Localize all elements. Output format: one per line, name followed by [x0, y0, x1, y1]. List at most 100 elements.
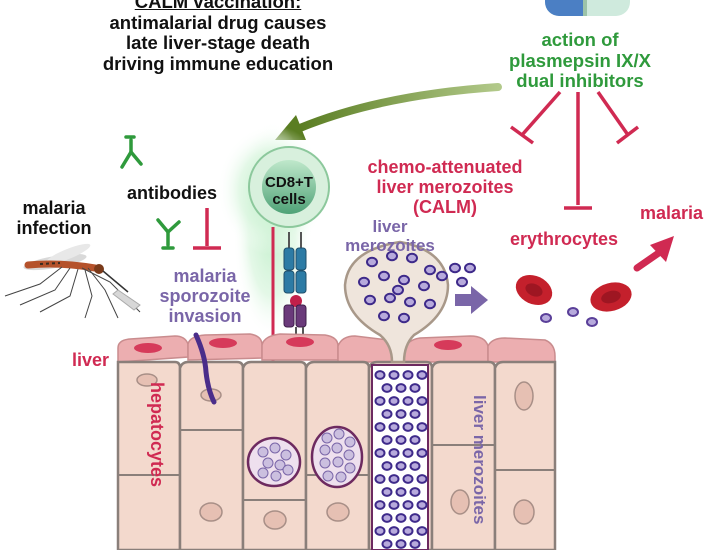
merozoite-icon	[381, 539, 393, 549]
merozoite-icon	[381, 461, 393, 471]
merozoite-icon	[402, 500, 414, 510]
merozoite-icon	[449, 262, 461, 274]
merozoite-icon	[395, 461, 407, 471]
inhibitor-line-3: dual inhibitors	[516, 70, 644, 92]
mosquito-icon	[4, 243, 141, 319]
calm-line-2: late liver-stage death	[125, 32, 311, 54]
merozoite-icon	[388, 500, 400, 510]
merozoite-icon	[381, 409, 393, 419]
merozoite-icon	[374, 448, 386, 458]
tcr-mhc-complex	[283, 232, 307, 346]
chemo-line-3: (CALM)	[413, 197, 477, 218]
merozoite-icon	[381, 435, 393, 445]
merozoite-icon	[388, 396, 400, 406]
merozoite-icon	[386, 250, 398, 262]
calm-heading: CALM vaccination:	[134, 0, 302, 12]
liver-label: liver	[72, 350, 110, 370]
merozoite-icon	[424, 264, 436, 276]
erythrocyte-icon	[590, 282, 632, 312]
inhibitor-caption: action of plasmepsin IX/X dual inhibitor…	[470, 29, 690, 92]
merozoite-icon	[374, 474, 386, 484]
merozoite-icon	[416, 526, 428, 536]
malaria-label: malaria	[640, 203, 704, 223]
hepatocytes-label: hepatocytes	[147, 382, 167, 488]
merozoite-icon	[378, 270, 390, 282]
merozoite-icon	[436, 270, 448, 282]
blood-merozoites	[540, 307, 598, 327]
budding-merosome	[343, 240, 450, 364]
sporozoite-line-2: sporozoite	[159, 286, 251, 307]
merozoite-icon	[384, 292, 396, 304]
merozoite-icon	[416, 370, 428, 380]
merozoite-icon	[409, 461, 421, 471]
sporozoite-icon	[193, 332, 217, 405]
chemo-attenuated-caption: chemo-attenuated liver merozoites (CALM)	[345, 157, 545, 217]
chemo-line-2: liver merozoites	[376, 177, 514, 198]
calm-vaccination-caption: CALM vaccination: antimalarial drug caus…	[78, 0, 358, 75]
merozoite-icon	[366, 256, 378, 268]
merozoite-icon	[388, 448, 400, 458]
merozoite-icon	[402, 474, 414, 484]
merozoite-icon	[388, 526, 400, 536]
merozoite-icon	[409, 409, 421, 419]
merozoite-icon	[388, 474, 400, 484]
merozoite-icon	[364, 294, 376, 306]
merozoite-icon	[416, 396, 428, 406]
merozoite-icon	[402, 396, 414, 406]
merozoite-icon	[409, 539, 421, 549]
merozoite-icon	[406, 252, 418, 264]
merozoite-icon	[381, 383, 393, 393]
merozoite-icon	[395, 487, 407, 497]
malaria-infection-label: malaria infection	[4, 198, 104, 238]
infected-hepatocyte-large	[310, 425, 364, 489]
antibodies-label: antibodies	[127, 183, 218, 203]
cd8-t-cell-label: CD8+T cells	[257, 174, 321, 209]
merozoite-icon	[395, 383, 407, 393]
endothelial-nuclei	[134, 337, 462, 353]
merozoite-icon	[374, 370, 386, 380]
merozoite-icon	[378, 310, 390, 322]
merozoites-line-1: liver	[372, 217, 408, 236]
merozoites-line-2: merozoites	[345, 236, 435, 256]
merozoite-icon	[388, 422, 400, 432]
merozoite-icon	[402, 526, 414, 536]
merozoite-icon	[392, 284, 404, 296]
calm-line-1: antimalarial drug causes	[109, 11, 327, 33]
vertical-merozoites-label: liver merozoites	[470, 395, 489, 525]
merozoite-icon	[409, 513, 421, 523]
merozoite-icon	[404, 296, 416, 308]
merozoite-icon	[416, 448, 428, 458]
antibody-icon	[156, 218, 181, 250]
drug-capsule-icon	[545, 0, 630, 16]
merozoite-icon	[402, 448, 414, 458]
merozoite-icon	[402, 422, 414, 432]
antibody-icon	[120, 135, 143, 169]
merozoite-icon	[374, 422, 386, 432]
inhibitor-line-2: plasmepsin IX/X	[509, 49, 651, 71]
inhibitor-lines	[509, 90, 640, 210]
merozoite-icon	[402, 370, 414, 380]
merozoite-icon	[395, 409, 407, 419]
merozoite-icon	[409, 435, 421, 445]
merozoite-icon	[416, 500, 428, 510]
inhibitor-line-1: action of	[541, 29, 619, 50]
chemo-line-1: chemo-attenuated	[367, 157, 523, 177]
merozoite-icon	[398, 312, 410, 324]
endothelial-layer	[117, 333, 556, 363]
merozoite-icon	[456, 276, 468, 288]
infected-hepatocyte-small	[246, 436, 302, 488]
merozoite-icon	[416, 474, 428, 484]
merozoite-icon	[409, 383, 421, 393]
merozoite-icon	[381, 487, 393, 497]
merozoite-icon	[374, 526, 386, 536]
infection-line-2: infection	[16, 218, 92, 239]
release-arrow	[455, 286, 488, 314]
merozoite-icon	[358, 276, 370, 288]
erythrocyte-icon	[515, 274, 553, 306]
merozoite-icon	[395, 539, 407, 549]
infection-line-1: malaria	[22, 198, 86, 218]
merozoite-icon	[395, 435, 407, 445]
liver-merozoites-label: liver merozoites	[335, 217, 445, 255]
